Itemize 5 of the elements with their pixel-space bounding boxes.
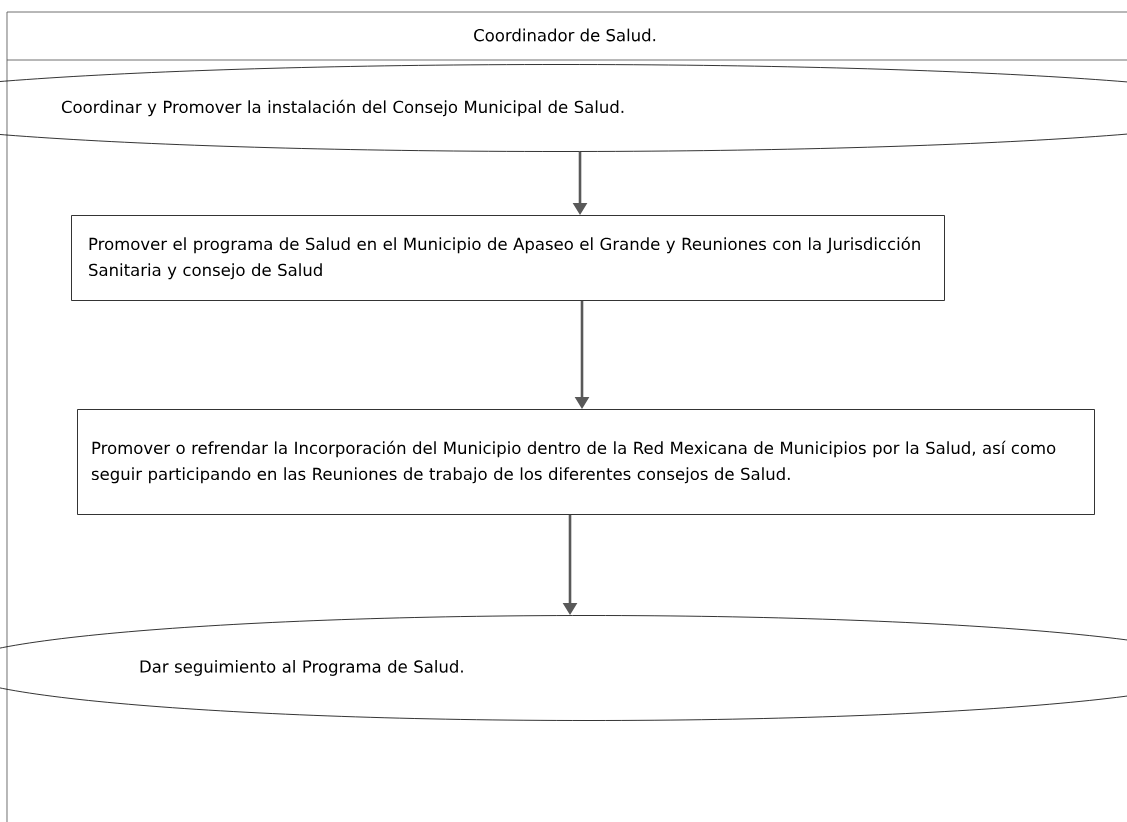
process-box: Promover el programa de Salud en el Municipio de Apaseo el Grande y Reuniones con la Jurisdicción Sanitaria y consejo de Salud xyxy=(71,215,945,301)
oval-step: Dar seguimiento al Programa de Salud. xyxy=(0,615,1127,721)
oval-step: Coordinar y Promover la instalación del Consejo Municipal de Salud. xyxy=(0,64,1127,152)
process-box: Promover o refrendar la Incorporación del Municipio dentro de la Red Mexicana de Municipios por la Salud, así como seguir participando en las Reuniones de trabajo de los diferentes consejos de Salud. xyxy=(77,409,1095,515)
header-title: Coordinador de Salud. xyxy=(474,28,656,42)
